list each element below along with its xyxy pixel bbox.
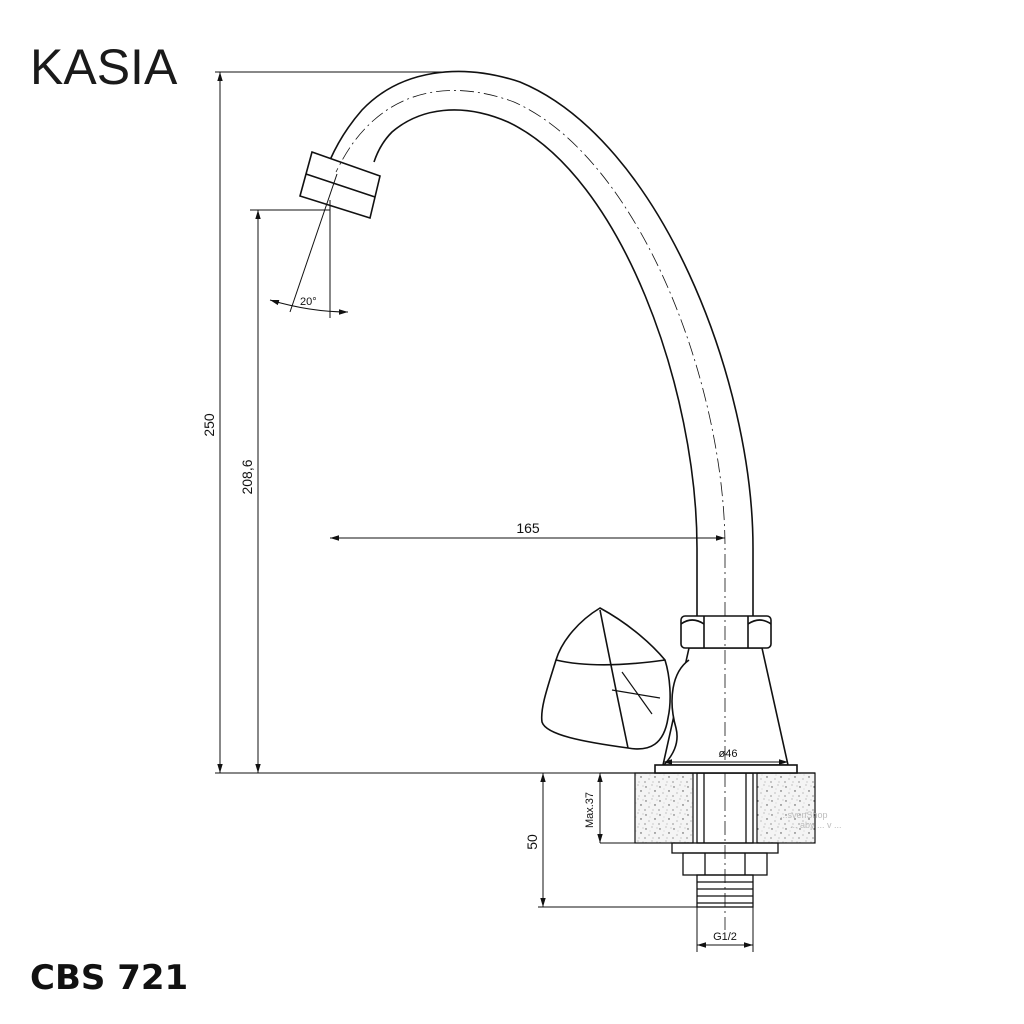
dim-thread-label: G1/2 (713, 931, 737, 943)
countertop (600, 772, 816, 844)
dim-outlet-height-label: 208,6 (239, 459, 255, 494)
spout (299, 70, 754, 616)
dim-shank-length-label: 50 (524, 834, 540, 850)
dim-counter-thickness-label: Max.37 (584, 792, 596, 828)
dim-reach-label: 165 (516, 520, 540, 536)
faucet-body (654, 615, 798, 774)
tap-handle (540, 607, 671, 750)
spout-centerline (335, 90, 726, 760)
angle-label: 20° (300, 296, 317, 308)
dim-thread (696, 907, 754, 952)
product-title: KASIA (30, 39, 178, 95)
dim-outlet-height (250, 209, 330, 773)
watermark-line2: ... aby ... v ... (790, 820, 842, 830)
dim-total-height (215, 71, 600, 774)
dim-counter-thickness (597, 773, 672, 844)
watermark-line1: ...svenShop (780, 810, 828, 820)
dim-shank-length (538, 773, 697, 908)
product-code: CBS 721 (30, 958, 189, 998)
dim-total-height-label: 250 (201, 413, 217, 437)
dim-base-diameter-label: ø46 (719, 748, 738, 760)
angle-indicator (269, 173, 349, 318)
